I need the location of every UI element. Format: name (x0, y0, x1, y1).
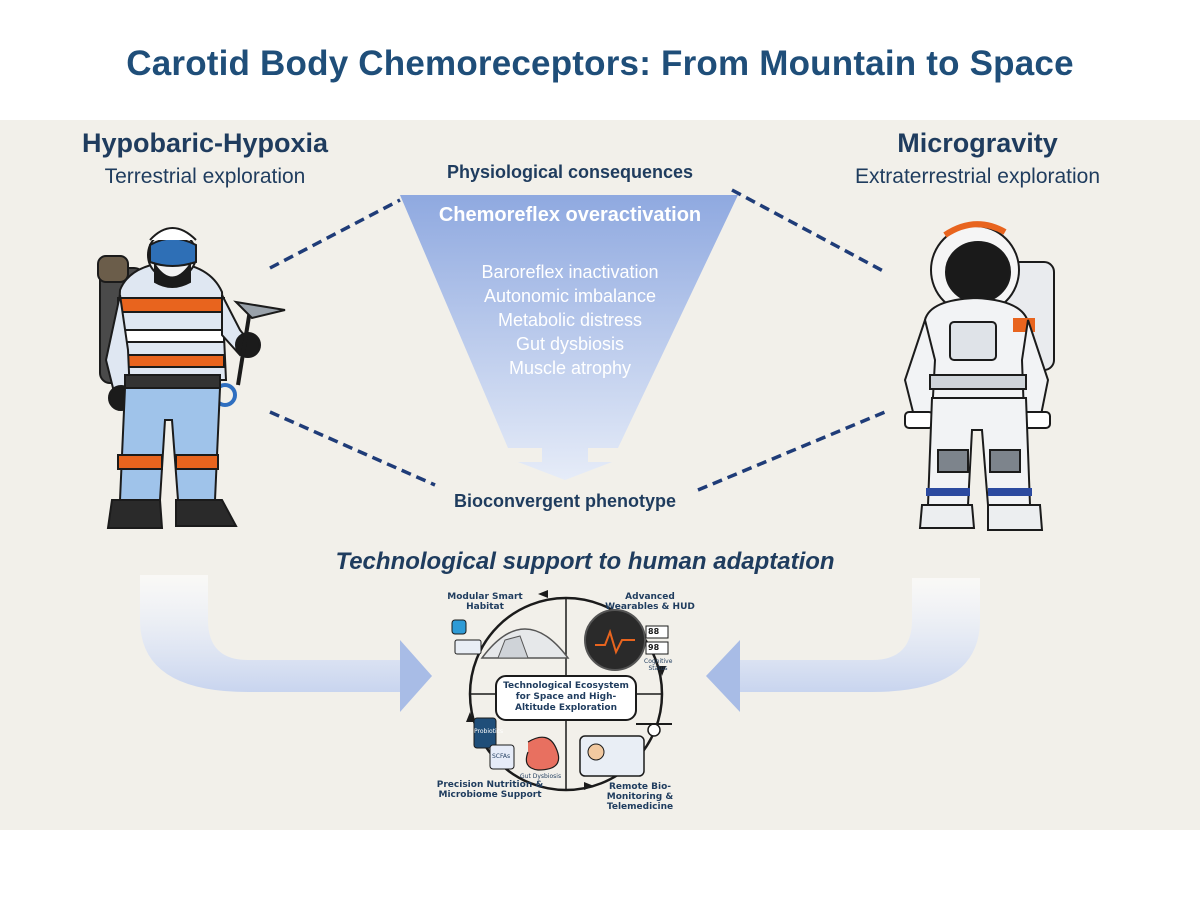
dashed-line-bottom-right (697, 410, 886, 492)
hud-value-1: 88 (648, 627, 660, 636)
funnel-shape (400, 195, 738, 480)
list-item: Gut dysbiosis (515, 334, 625, 354)
mountaineer-illustration (97, 227, 286, 529)
monitoring-label: Remote Bio- Monitoring & Telemedicine (606, 782, 674, 812)
funnel-title: Chemoreflex overactivation (438, 204, 702, 226)
dashed-line-top-left (269, 198, 401, 270)
scfas-label: SCFAs (492, 753, 511, 760)
list-item: Baroreflex inactivation (481, 262, 659, 282)
probiotics-label: Probiotics (474, 728, 504, 735)
page-title: Carotid Body Chemoreceptors: From Mounta… (126, 44, 1074, 83)
list-item: Metabolic distress (497, 310, 643, 330)
hud-value-2: 98 (648, 643, 660, 652)
consequence-list: Baroreflex inactivation Autonomic imbala… (430, 260, 710, 380)
support-title: Technological support to human adaptatio… (335, 548, 835, 575)
left-heading: Hypobaric-Hypoxia (81, 128, 329, 158)
cognitive-status-label: Cognitive Status (644, 658, 673, 672)
list-item: Muscle atrophy (508, 358, 632, 378)
right-curved-arrow (706, 578, 980, 712)
dashed-line-bottom-left (269, 410, 436, 487)
astronaut-illustration (903, 221, 1055, 531)
list-item: Autonomic imbalance (483, 286, 657, 306)
wearables-label: Advanced Wearables & HUD (605, 592, 695, 612)
physiological-consequences-label: Physiological consequences (446, 162, 694, 182)
right-heading: Microgravity (897, 128, 1058, 158)
ecosystem-diagram (451, 590, 672, 792)
ecosystem-center-label: Technological Ecosystem for Space and Hi… (503, 681, 629, 713)
gut-dysbiosis-label: Gut Dysbiosis (520, 773, 562, 780)
habitat-label: Modular Smart Habitat (447, 592, 523, 612)
bioconvergent-phenotype-label: Bioconvergent phenotype (453, 491, 677, 511)
right-subheading: Extraterrestrial exploration (854, 165, 1101, 188)
dashed-line-top-right (731, 188, 886, 274)
nutrition-label: Precision Nutrition & Microbiome Support (436, 780, 544, 800)
left-curved-arrow (140, 575, 432, 712)
left-subheading: Terrestrial exploration (104, 165, 306, 188)
